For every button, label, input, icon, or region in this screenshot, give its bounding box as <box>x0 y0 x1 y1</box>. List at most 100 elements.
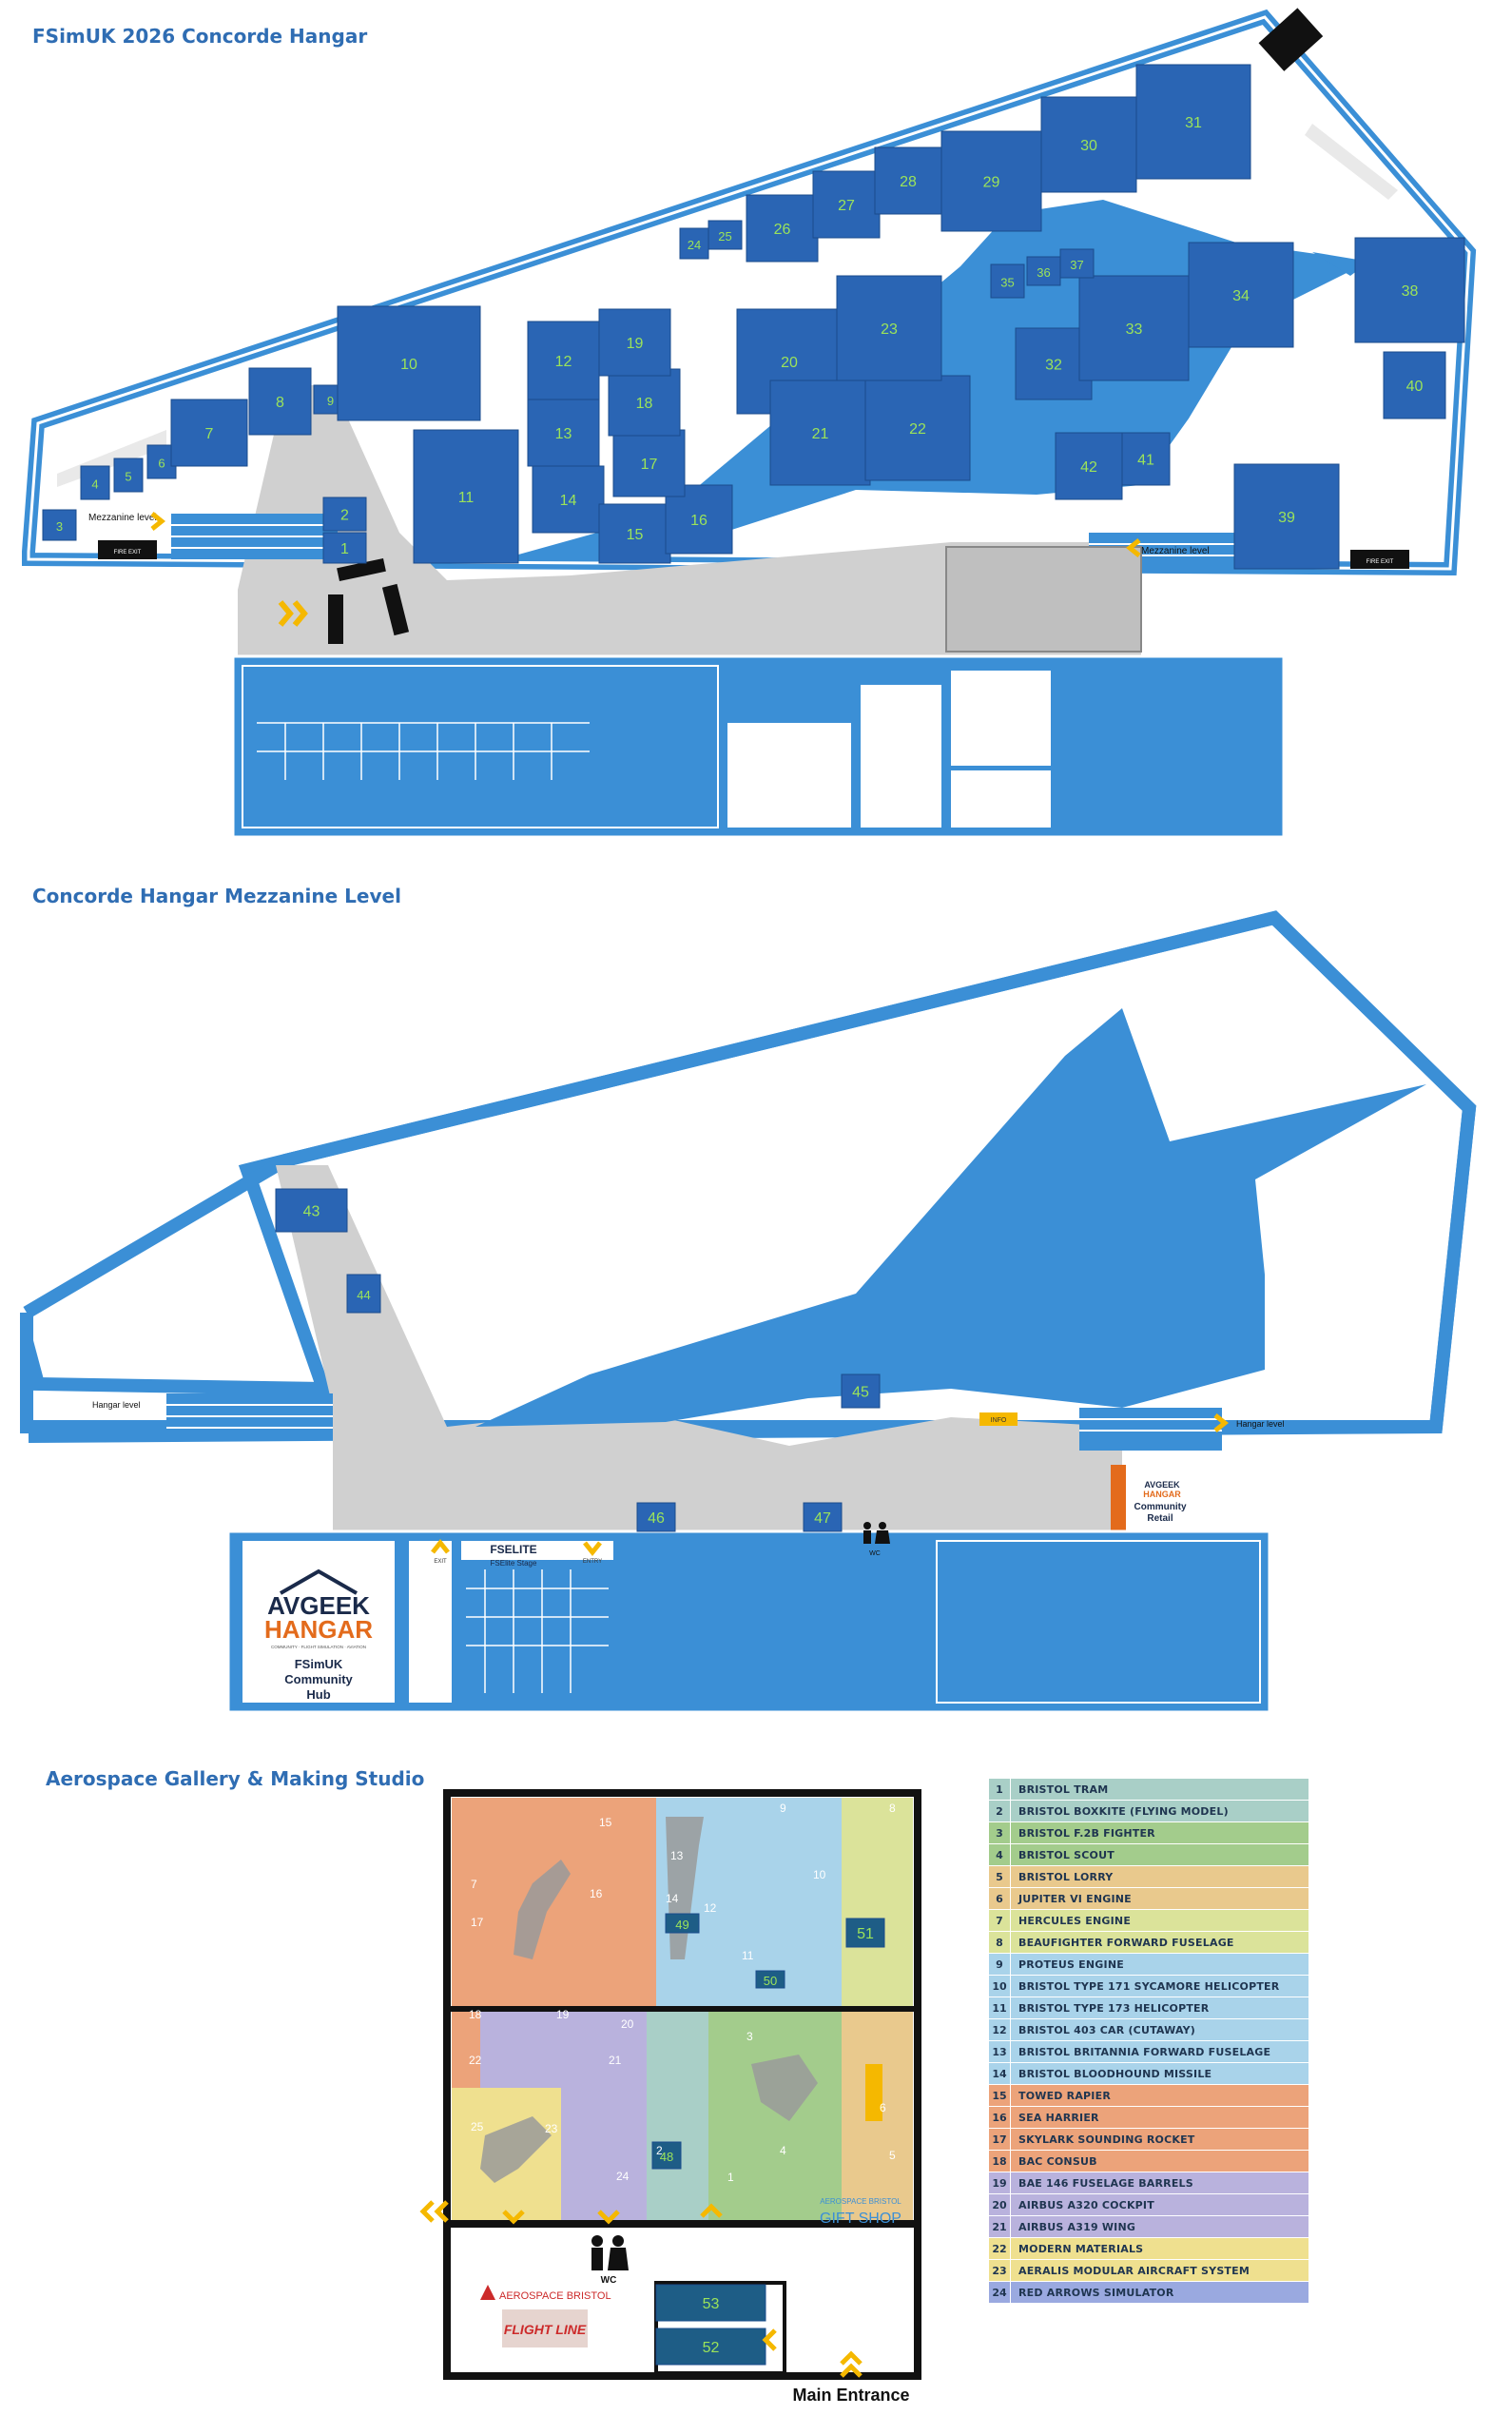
arrow-left-mezz <box>150 512 166 531</box>
retail-logo-bottom: HANGAR <box>1143 1490 1181 1499</box>
booth-1[interactable] <box>322 532 367 564</box>
booth-50[interactable] <box>755 1970 785 1989</box>
booth-label-41: 41 <box>1137 453 1154 469</box>
legend-number: 2 <box>989 1801 1011 1821</box>
exhibit-number-25: 25 <box>471 2120 484 2133</box>
booth-19[interactable] <box>598 308 671 377</box>
booth-53[interactable] <box>655 2284 766 2322</box>
booth-37[interactable] <box>1059 248 1095 279</box>
exhibit-number-16: 16 <box>590 1887 603 1900</box>
hangar-floor <box>238 385 1141 656</box>
booth-label-11: 11 <box>458 490 475 506</box>
booth-13[interactable] <box>527 399 600 467</box>
entrance-arrows <box>278 600 308 627</box>
booth-27[interactable] <box>812 170 881 239</box>
booth-14[interactable] <box>532 465 605 534</box>
booth-47[interactable] <box>803 1502 843 1532</box>
exhibit-number-9: 9 <box>780 1802 786 1815</box>
booth-3[interactable] <box>42 509 77 541</box>
legend-text: JUPITER VI ENGINE <box>1018 1892 1132 1905</box>
legend-number: 12 <box>989 2019 1011 2040</box>
legend-text: BRISTOL TYPE 171 SYCAMORE HELICOPTER <box>1018 1979 1280 1993</box>
booth-44[interactable] <box>346 1274 381 1314</box>
exhibit-number-11: 11 <box>742 1949 754 1962</box>
exhibit-number-19: 19 <box>556 2008 570 2021</box>
booth-52[interactable] <box>655 2328 766 2366</box>
arrow-right-mezz <box>1125 538 1141 557</box>
booth-49[interactable] <box>665 1913 700 1934</box>
booth-label-31: 31 <box>1185 115 1202 131</box>
booth-21[interactable] <box>769 380 871 486</box>
booth-30[interactable] <box>1040 96 1137 193</box>
legend-text: PROTEUS ENGINE <box>1018 1958 1124 1971</box>
legend-text: BEAUFIGHTER FORWARD FUSELAGE <box>1018 1936 1234 1949</box>
mezzanine-wc-label: WC <box>869 1550 881 1557</box>
booth-41[interactable] <box>1121 432 1171 486</box>
main-entrance-arrow <box>840 2350 863 2378</box>
booth-15[interactable] <box>598 503 671 564</box>
fire-exit-label-left: FIRE EXIT <box>114 550 142 555</box>
booth-label-17: 17 <box>641 457 658 473</box>
booth-label-36: 36 <box>1037 265 1050 280</box>
booth-label-10: 10 <box>400 357 417 373</box>
booth-36[interactable] <box>1026 256 1061 286</box>
gallery-arrow-up <box>700 2203 723 2218</box>
booth-46[interactable] <box>636 1502 676 1532</box>
booth-2[interactable] <box>322 497 367 532</box>
booth-8[interactable] <box>248 367 312 436</box>
booth-43[interactable] <box>275 1188 348 1233</box>
gallery-wc-icon <box>591 2235 629 2270</box>
booth-label-39: 39 <box>1278 510 1295 526</box>
booth-4[interactable] <box>80 465 110 500</box>
legend-number: 9 <box>989 1954 1011 1975</box>
booth-48[interactable] <box>651 2141 682 2170</box>
booth-39[interactable] <box>1233 463 1340 570</box>
booth-28[interactable] <box>874 146 942 215</box>
exhibit-number-23: 23 <box>545 2122 558 2135</box>
booth-25[interactable] <box>708 220 743 250</box>
booth-7[interactable] <box>170 399 248 467</box>
booth-51[interactable] <box>845 1918 885 1948</box>
exhibit-number-12: 12 <box>704 1901 717 1915</box>
retail-logo-top: AVGEEK <box>1144 1480 1180 1490</box>
booth-33[interactable] <box>1078 275 1190 381</box>
booth-12[interactable] <box>527 321 600 400</box>
booth-label-7: 7 <box>205 426 214 442</box>
booth-5[interactable] <box>113 458 144 493</box>
booth-24[interactable] <box>679 227 709 260</box>
booth-label-50: 50 <box>764 1974 777 1988</box>
booth-45[interactable] <box>841 1373 881 1409</box>
exhibit-number-21: 21 <box>609 2054 622 2067</box>
booth-31[interactable] <box>1135 64 1251 180</box>
mezzanine-level-label-right: Mezzanine level <box>1141 546 1210 556</box>
community-retail-label: Community Retail <box>1134 1502 1187 1524</box>
legend-number: 14 <box>989 2063 1011 2084</box>
booth-10[interactable] <box>337 305 481 421</box>
booth-26[interactable] <box>746 194 819 263</box>
booth-42[interactable] <box>1055 432 1123 500</box>
booth-16[interactable] <box>665 484 733 555</box>
booth-23[interactable] <box>836 275 942 381</box>
legend-text: AIRBUS A319 WING <box>1018 2220 1136 2233</box>
booth-40[interactable] <box>1383 351 1446 419</box>
booth-label-15: 15 <box>627 527 644 543</box>
booth-11[interactable] <box>413 429 519 564</box>
booth-38[interactable] <box>1354 237 1465 343</box>
legend-number: 11 <box>989 1997 1011 2018</box>
booth-34[interactable] <box>1188 242 1294 348</box>
booth-35[interactable] <box>990 263 1025 299</box>
booth-label-26: 26 <box>774 222 791 238</box>
legend-number: 7 <box>989 1910 1011 1931</box>
booth-label-51: 51 <box>857 1926 874 1942</box>
mezzanine-floor <box>276 1165 1122 1541</box>
main-entrance-label: Main Entrance <box>792 2386 910 2405</box>
arrow-mezz-right <box>1213 1413 1230 1432</box>
